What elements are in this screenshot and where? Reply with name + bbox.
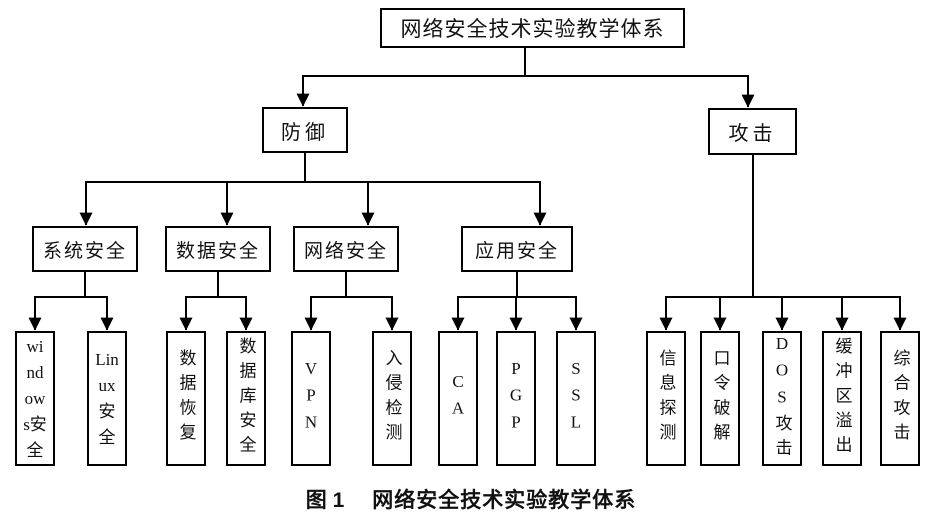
leaf-node-buffer-overflow: 缓冲区溢出 [822,331,862,466]
leaf-node-database-security: 数据库安全 [226,331,266,466]
root-node-label: 网络安全技术实验教学体系 [400,17,665,41]
figure-caption-tag: 图 1 [305,489,345,512]
leaf-label: windows安全 [23,336,47,460]
group-label: 数据安全 [175,240,260,262]
group-label: 应用安全 [474,240,559,262]
figure-caption-title: 网络安全技术实验教学体系 [372,489,637,512]
leaf-label: Linux安全 [95,349,119,447]
leaf-node-vpn: VPN [291,331,331,466]
leaf-label: 口令破解 [710,349,730,448]
leaf-node-pgp: PGP [496,331,536,466]
defense-node: 防御 [262,107,348,153]
leaf-label: 入侵检测 [382,349,402,448]
group-label: 系统安全 [42,240,127,262]
leaf-node-ca: CA [438,331,478,466]
leaf-label: DOS攻击 [772,333,792,464]
leaf-label: 信息探测 [656,349,676,448]
leaf-node-linux-security: Linux安全 [87,331,127,466]
group-node-data-security: 数据安全 [165,226,271,272]
leaf-label: 数据库安全 [236,336,256,461]
leaf-node-dos-attack: DOS攻击 [762,331,802,466]
leaf-label: 综合攻击 [890,349,910,448]
leaf-node-combined-attack: 综合攻击 [880,331,920,466]
leaf-label: SSL [566,358,586,439]
leaf-label: CA [448,371,468,426]
attack-node-label: 攻击 [728,123,777,145]
root-node: 网络安全技术实验教学体系 [380,8,685,48]
leaf-label: PGP [506,358,526,439]
leaf-label: VPN [301,358,321,439]
leaf-node-intrusion-detection: 入侵检测 [372,331,412,466]
leaf-node-info-probe: 信息探测 [646,331,686,466]
group-node-network-security: 网络安全 [293,226,399,272]
leaf-node-windows-security: windows安全 [15,331,55,466]
figure-caption: 图 1 网络安全技术实验教学体系 [0,484,942,514]
leaf-label: 缓冲区溢出 [832,336,852,461]
leaf-label: 数据恢复 [176,349,196,448]
group-label: 网络安全 [303,240,388,262]
group-node-system-security: 系统安全 [32,226,138,272]
defense-node-label: 防御 [281,121,329,144]
leaf-node-ssl: SSL [556,331,596,466]
group-node-application-security: 应用安全 [461,226,573,272]
attack-node: 攻击 [708,108,797,155]
leaf-node-data-recovery: 数据恢复 [166,331,206,466]
leaf-node-password-cracking: 口令破解 [700,331,740,466]
